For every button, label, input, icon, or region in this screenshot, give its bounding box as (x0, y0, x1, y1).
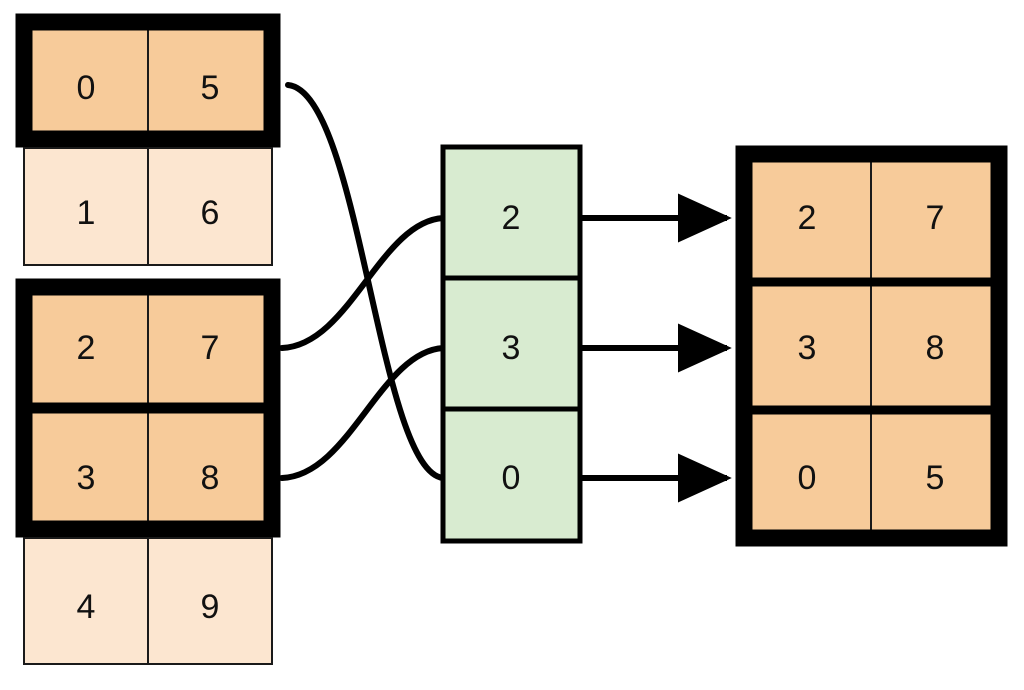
result-cell-2-1[interactable] (870, 409, 1000, 539)
source-cell-text-1-0: 1 (77, 194, 96, 232)
source-row-2[interactable]: 2 7 (23, 286, 273, 405)
source-row-0-highlight-border (15, 13, 281, 148)
result-array-outer-border (735, 145, 1008, 547)
source-cell-text-0-1: 5 (201, 69, 220, 107)
source-cell-3-1[interactable] (147, 411, 273, 530)
source-cell-2-1[interactable] (147, 286, 273, 405)
result-array: 2 7 3 8 0 5 (735, 145, 1008, 547)
source-cell-0-1[interactable] (147, 21, 273, 140)
source-cell-text-4-1: 9 (201, 588, 220, 626)
source-rows-2-3-highlight-border (15, 278, 281, 538)
result-cell-text-0-1: 7 (926, 199, 945, 237)
index-cell-text-0: 2 (502, 199, 521, 237)
source-cell-1-1[interactable] (147, 147, 273, 266)
arrow-links (580, 193, 732, 503)
result-cell-text-1-0: 3 (798, 329, 817, 367)
source-cell-text-0-0: 0 (77, 69, 96, 107)
index-cell-0[interactable] (440, 144, 583, 281)
source-cell-text-3-0: 3 (77, 459, 96, 497)
result-cell-2-0[interactable] (743, 409, 872, 539)
index-vector: 2 3 0 (440, 144, 583, 544)
source-array: 0 5 1 6 2 7 3 8 (15, 13, 281, 665)
source-cell-0-0[interactable] (23, 21, 149, 140)
source-cell-4-1[interactable] (147, 537, 273, 665)
result-cell-text-0-0: 2 (798, 199, 817, 237)
source-cell-text-3-1: 8 (201, 459, 220, 497)
source-cell-4-0[interactable] (23, 537, 149, 665)
source-cell-text-2-0: 2 (77, 329, 96, 367)
result-cell-0-1[interactable] (870, 153, 1000, 283)
source-cell-text-4-0: 4 (77, 588, 96, 626)
source-row-1[interactable]: 1 6 (23, 147, 273, 266)
result-cell-text-2-0: 0 (798, 459, 817, 497)
curve-links (279, 82, 446, 481)
source-row-0[interactable]: 0 5 (15, 13, 281, 148)
source-row-4[interactable]: 4 9 (23, 537, 273, 665)
result-cell-1-1[interactable] (870, 281, 1000, 411)
source-row-3[interactable]: 3 8 (23, 411, 273, 530)
index-cell-text-1: 3 (502, 329, 521, 367)
result-cell-text-1-1: 8 (926, 329, 945, 367)
curve-row-2-to-index-2 (279, 215, 446, 351)
source-cell-text-1-1: 6 (201, 194, 220, 232)
index-cell-text-2: 0 (502, 459, 521, 497)
result-cell-text-2-1: 5 (926, 459, 945, 497)
source-cell-text-2-1: 7 (201, 329, 220, 367)
curve-row-3-to-index-3 (279, 345, 446, 481)
